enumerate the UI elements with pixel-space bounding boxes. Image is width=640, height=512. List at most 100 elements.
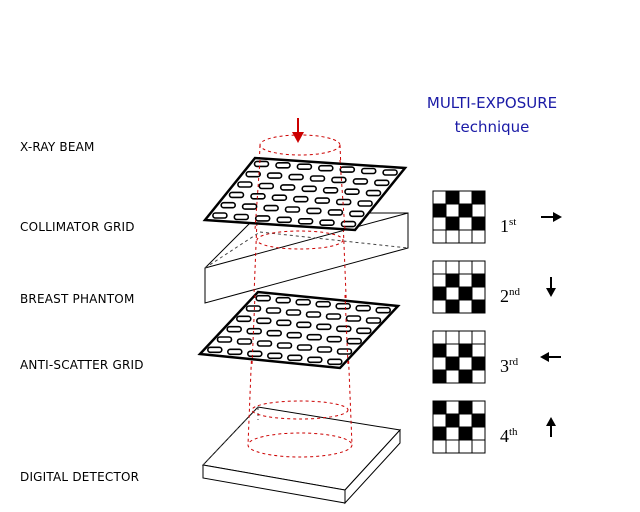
pattern-cell-empty: [471, 439, 486, 454]
collimator-slot: [275, 162, 291, 169]
title-line2: technique: [454, 118, 530, 136]
pattern-cell-empty: [458, 413, 473, 428]
collimator-slot: [266, 172, 283, 179]
antiscatter-slot: [216, 336, 233, 343]
pattern-cell-filled: [445, 190, 460, 205]
antiscatter-slot: [335, 325, 352, 333]
label-digital-detector: DIGITAL DETECTOR: [20, 470, 140, 484]
antiscatter-slot: [266, 329, 283, 337]
pattern-cell-empty: [471, 343, 486, 358]
exposure-4-label: 4th: [500, 426, 518, 446]
antiscatter-slot: [355, 304, 372, 312]
pattern-cell-filled: [432, 426, 447, 441]
pattern-cell-filled: [432, 286, 447, 301]
antiscatter-slot: [245, 305, 262, 312]
collimator-slot: [340, 220, 357, 228]
title-line1: MULTI-EXPOSURE: [426, 94, 558, 112]
collimator-slot: [263, 204, 279, 212]
collimator-slot: [253, 160, 270, 168]
collimator-slot: [322, 187, 339, 194]
pattern-cell-empty: [432, 229, 447, 244]
antiscatter-slot: [306, 356, 323, 364]
collimator-slot: [301, 185, 318, 193]
pattern-cell-filled: [458, 286, 473, 301]
pattern-cell-empty: [471, 330, 486, 345]
antiscatter-slot: [326, 335, 343, 343]
beam-direction-arrow-icon: [292, 118, 304, 143]
pattern-cell-empty: [458, 330, 473, 345]
pattern-cell-empty: [471, 260, 486, 275]
antiscatter-slot: [246, 327, 262, 335]
antiscatter-slot: [326, 358, 343, 366]
collimator-slot: [258, 182, 275, 190]
collimator-grid-holes: [212, 160, 398, 228]
antiscatter-slot: [255, 317, 272, 325]
antiscatter-slot: [316, 346, 333, 353]
label-collimator-grid: COLLIMATOR GRID: [20, 220, 135, 234]
arrow-down-icon: [546, 277, 556, 297]
pattern-cell-empty: [458, 229, 473, 244]
antiscatter-slot: [236, 315, 252, 323]
antiscatter-slot: [335, 302, 352, 310]
collimator-slot: [357, 200, 373, 207]
exposure-1-pattern: [432, 190, 486, 244]
pattern-cell-empty: [432, 356, 447, 371]
antiscatter-slot: [286, 354, 303, 362]
collimator-slot: [228, 191, 245, 199]
pattern-cell-empty: [471, 400, 486, 415]
exposure-4-pattern: [432, 400, 486, 454]
antiscatter-slot: [226, 325, 242, 333]
exposure-2-label: 2nd: [500, 286, 520, 306]
pattern-cell-filled: [445, 299, 460, 314]
antiscatter-slot: [295, 321, 312, 329]
collimator-slot: [309, 175, 326, 182]
pattern-cell-filled: [445, 413, 460, 428]
antiscatter-slot: [346, 337, 363, 345]
antiscatter-slot: [295, 298, 312, 306]
collimator-slot: [245, 170, 261, 178]
antiscatter-slot: [275, 319, 292, 327]
pattern-cell-filled: [445, 273, 460, 288]
collimator-slot: [296, 163, 313, 170]
pattern-cell-empty: [445, 229, 460, 244]
exposure-2-pattern: [432, 260, 486, 314]
antiscatter-slot: [296, 344, 313, 351]
collimator-slot: [279, 184, 296, 191]
antiscatter-slot: [315, 323, 332, 331]
pattern-cell-empty: [458, 260, 473, 275]
pattern-cell-filled: [458, 203, 473, 218]
pattern-cell-empty: [445, 260, 460, 275]
pattern-cell-empty: [458, 216, 473, 231]
collimator-slot: [339, 166, 356, 173]
antiscatter-slot: [227, 348, 243, 356]
pattern-cell-empty: [471, 369, 486, 384]
antiscatter-slot: [375, 306, 392, 314]
collimator-slot: [327, 209, 344, 216]
antiscatter-slot: [315, 300, 332, 308]
collimator-slot: [331, 176, 347, 184]
collimator-slot: [382, 169, 398, 176]
pattern-cell-empty: [471, 286, 486, 301]
pattern-cell-filled: [458, 426, 473, 441]
pattern-cell-filled: [458, 400, 473, 415]
collimator-slot: [348, 210, 365, 218]
collimator-slot: [233, 213, 250, 221]
pattern-cell-filled: [445, 356, 460, 371]
pattern-cell-empty: [458, 356, 473, 371]
arrow-up-icon: [546, 417, 556, 437]
pattern-cell-filled: [432, 369, 447, 384]
antiscatter-slot: [345, 315, 362, 322]
antiscatter-slot: [275, 296, 292, 304]
collimator-slot: [297, 218, 314, 225]
pattern-cell-filled: [458, 343, 473, 358]
pattern-cell-filled: [471, 190, 486, 205]
pattern-cell-empty: [432, 260, 447, 275]
collimator-slot: [220, 201, 236, 209]
pattern-cell-empty: [458, 299, 473, 314]
collimator-slot: [212, 212, 228, 219]
collimator-slot: [314, 197, 331, 204]
antiscatter-slot: [325, 313, 342, 320]
collimator-slot: [365, 189, 382, 197]
antiscatter-slot: [365, 317, 382, 324]
